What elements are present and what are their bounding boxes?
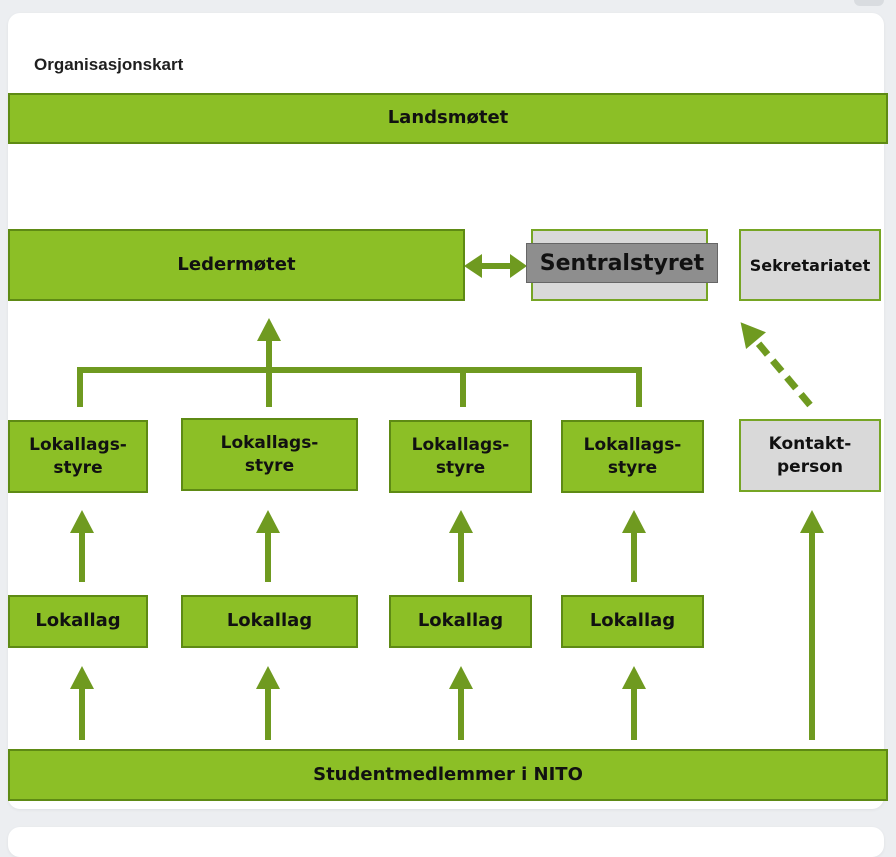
box-lokallag-3: Lokallag (389, 595, 532, 648)
box-lokallag-1: Lokallag (8, 595, 148, 648)
box-lokallagsstyre-1: Lokallags- styre (8, 420, 148, 493)
arrow-up-7 (449, 666, 473, 689)
org-chart-card: Organisasjonskart (8, 13, 884, 809)
connector-lines (70, 254, 824, 740)
box-lokallagsstyre-3: Lokallags- styre (389, 420, 532, 493)
box-landsmotet: Landsmøtet (8, 93, 888, 144)
arrow-up-3 (449, 510, 473, 533)
arrow-up-6 (256, 666, 280, 689)
box-lokallag-4: Lokallag (561, 595, 704, 648)
bracket-horizontal (77, 367, 642, 373)
double-arrow-left (464, 254, 482, 278)
box-lokallagsstyre-2: Lokallags- styre (181, 418, 358, 491)
next-card (8, 827, 884, 857)
bracket-mid2 (460, 367, 466, 407)
box-lokallag-2: Lokallag (181, 595, 358, 648)
arrow-up-2 (256, 510, 280, 533)
box-ledermotet: Ledermøtet (8, 229, 465, 301)
arrow-up-ledermotet (257, 318, 281, 341)
arrow-up-5 (70, 666, 94, 689)
bracket-right (636, 367, 642, 407)
double-arrow-right (510, 254, 527, 278)
card-title: Organisasjonskart (34, 55, 184, 74)
box-lokallagsstyre-4: Lokallags- styre (561, 420, 704, 493)
label-sentralstyret: Sentralstyret (526, 243, 718, 283)
bracket-mid1 (266, 340, 272, 407)
double-arrow-shaft (480, 263, 515, 269)
box-kontaktperson: Kontakt- person (739, 419, 881, 492)
dashed-arrow-kontakt-sentral (740, 322, 813, 408)
arrow-up-4 (622, 510, 646, 533)
arrow-up-8 (622, 666, 646, 689)
scroll-indicator (854, 0, 884, 6)
box-sekretariatet: Sekretariatet (739, 229, 881, 301)
arrow-up-kontakt (800, 510, 824, 533)
bracket-left (77, 367, 83, 407)
box-studentmedlemmer: Studentmedlemmer i NITO (8, 749, 888, 801)
arrow-up-1 (70, 510, 94, 533)
